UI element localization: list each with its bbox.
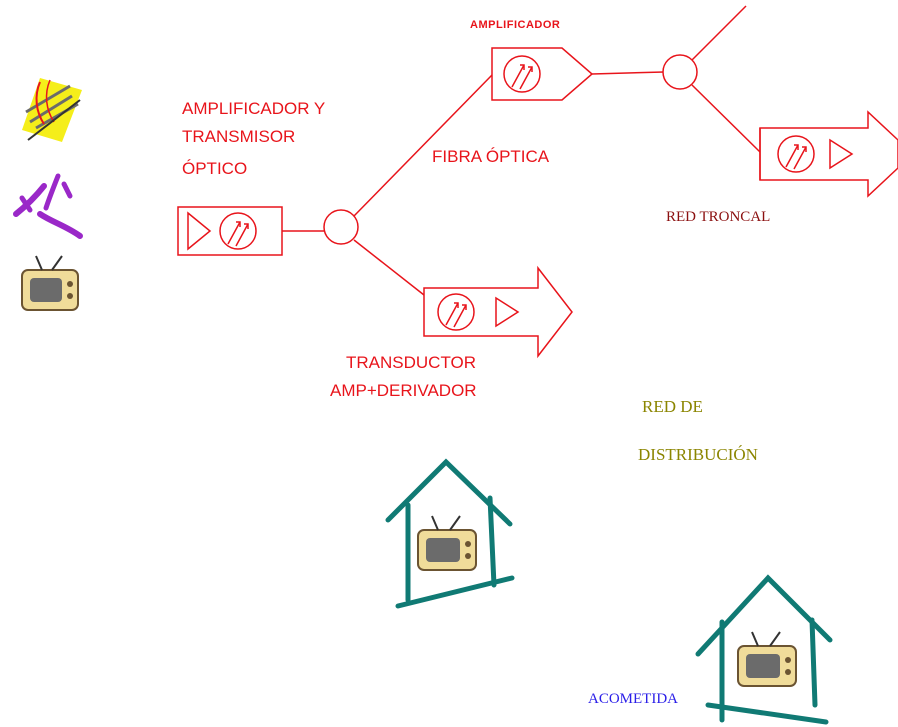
tv-set-icon [21,255,79,311]
label-transductor-2: AMP+DERIVADOR [330,381,477,400]
label-transductor-1: TRANSDUCTOR [346,353,477,372]
splitter-node-left [323,209,359,245]
label-amplificador: AMPLIFICADOR [470,19,561,31]
label-red-troncal: RED TRONCAL [666,209,771,225]
label-red-de: RED DE [642,397,703,416]
transducer-right [759,110,898,198]
label-distribucion: DISTRIBUCIÓN [638,445,758,464]
splitter-node-right [662,54,698,90]
fiber-up-right [691,5,747,61]
transmitter-box [177,206,283,256]
fiber-network [177,5,898,359]
satellite-dish-icon [22,78,82,142]
house-icon [385,458,515,609]
antenna-icon [13,173,83,239]
house-icon [695,574,833,725]
label-fibra-optica: FIBRA ÓPTICA [432,147,550,166]
fiber-down-right [691,84,761,153]
label-amp-transmisor-3: ÓPTICO [182,159,248,178]
transducer-lower [423,265,573,359]
amplifier-top [491,47,594,101]
fiber-upper [353,74,493,217]
label-amp-transmisor-2: TRANSMISOR [182,127,296,146]
label-amp-transmisor-1: AMPLIFICADOR Y [182,99,326,118]
tv-set-icon [417,515,477,571]
label-acometida: ACOMETIDA [588,691,678,707]
tv-set-icon [737,631,797,687]
link-amp-node [591,71,665,75]
fiber-lower [353,239,425,296]
